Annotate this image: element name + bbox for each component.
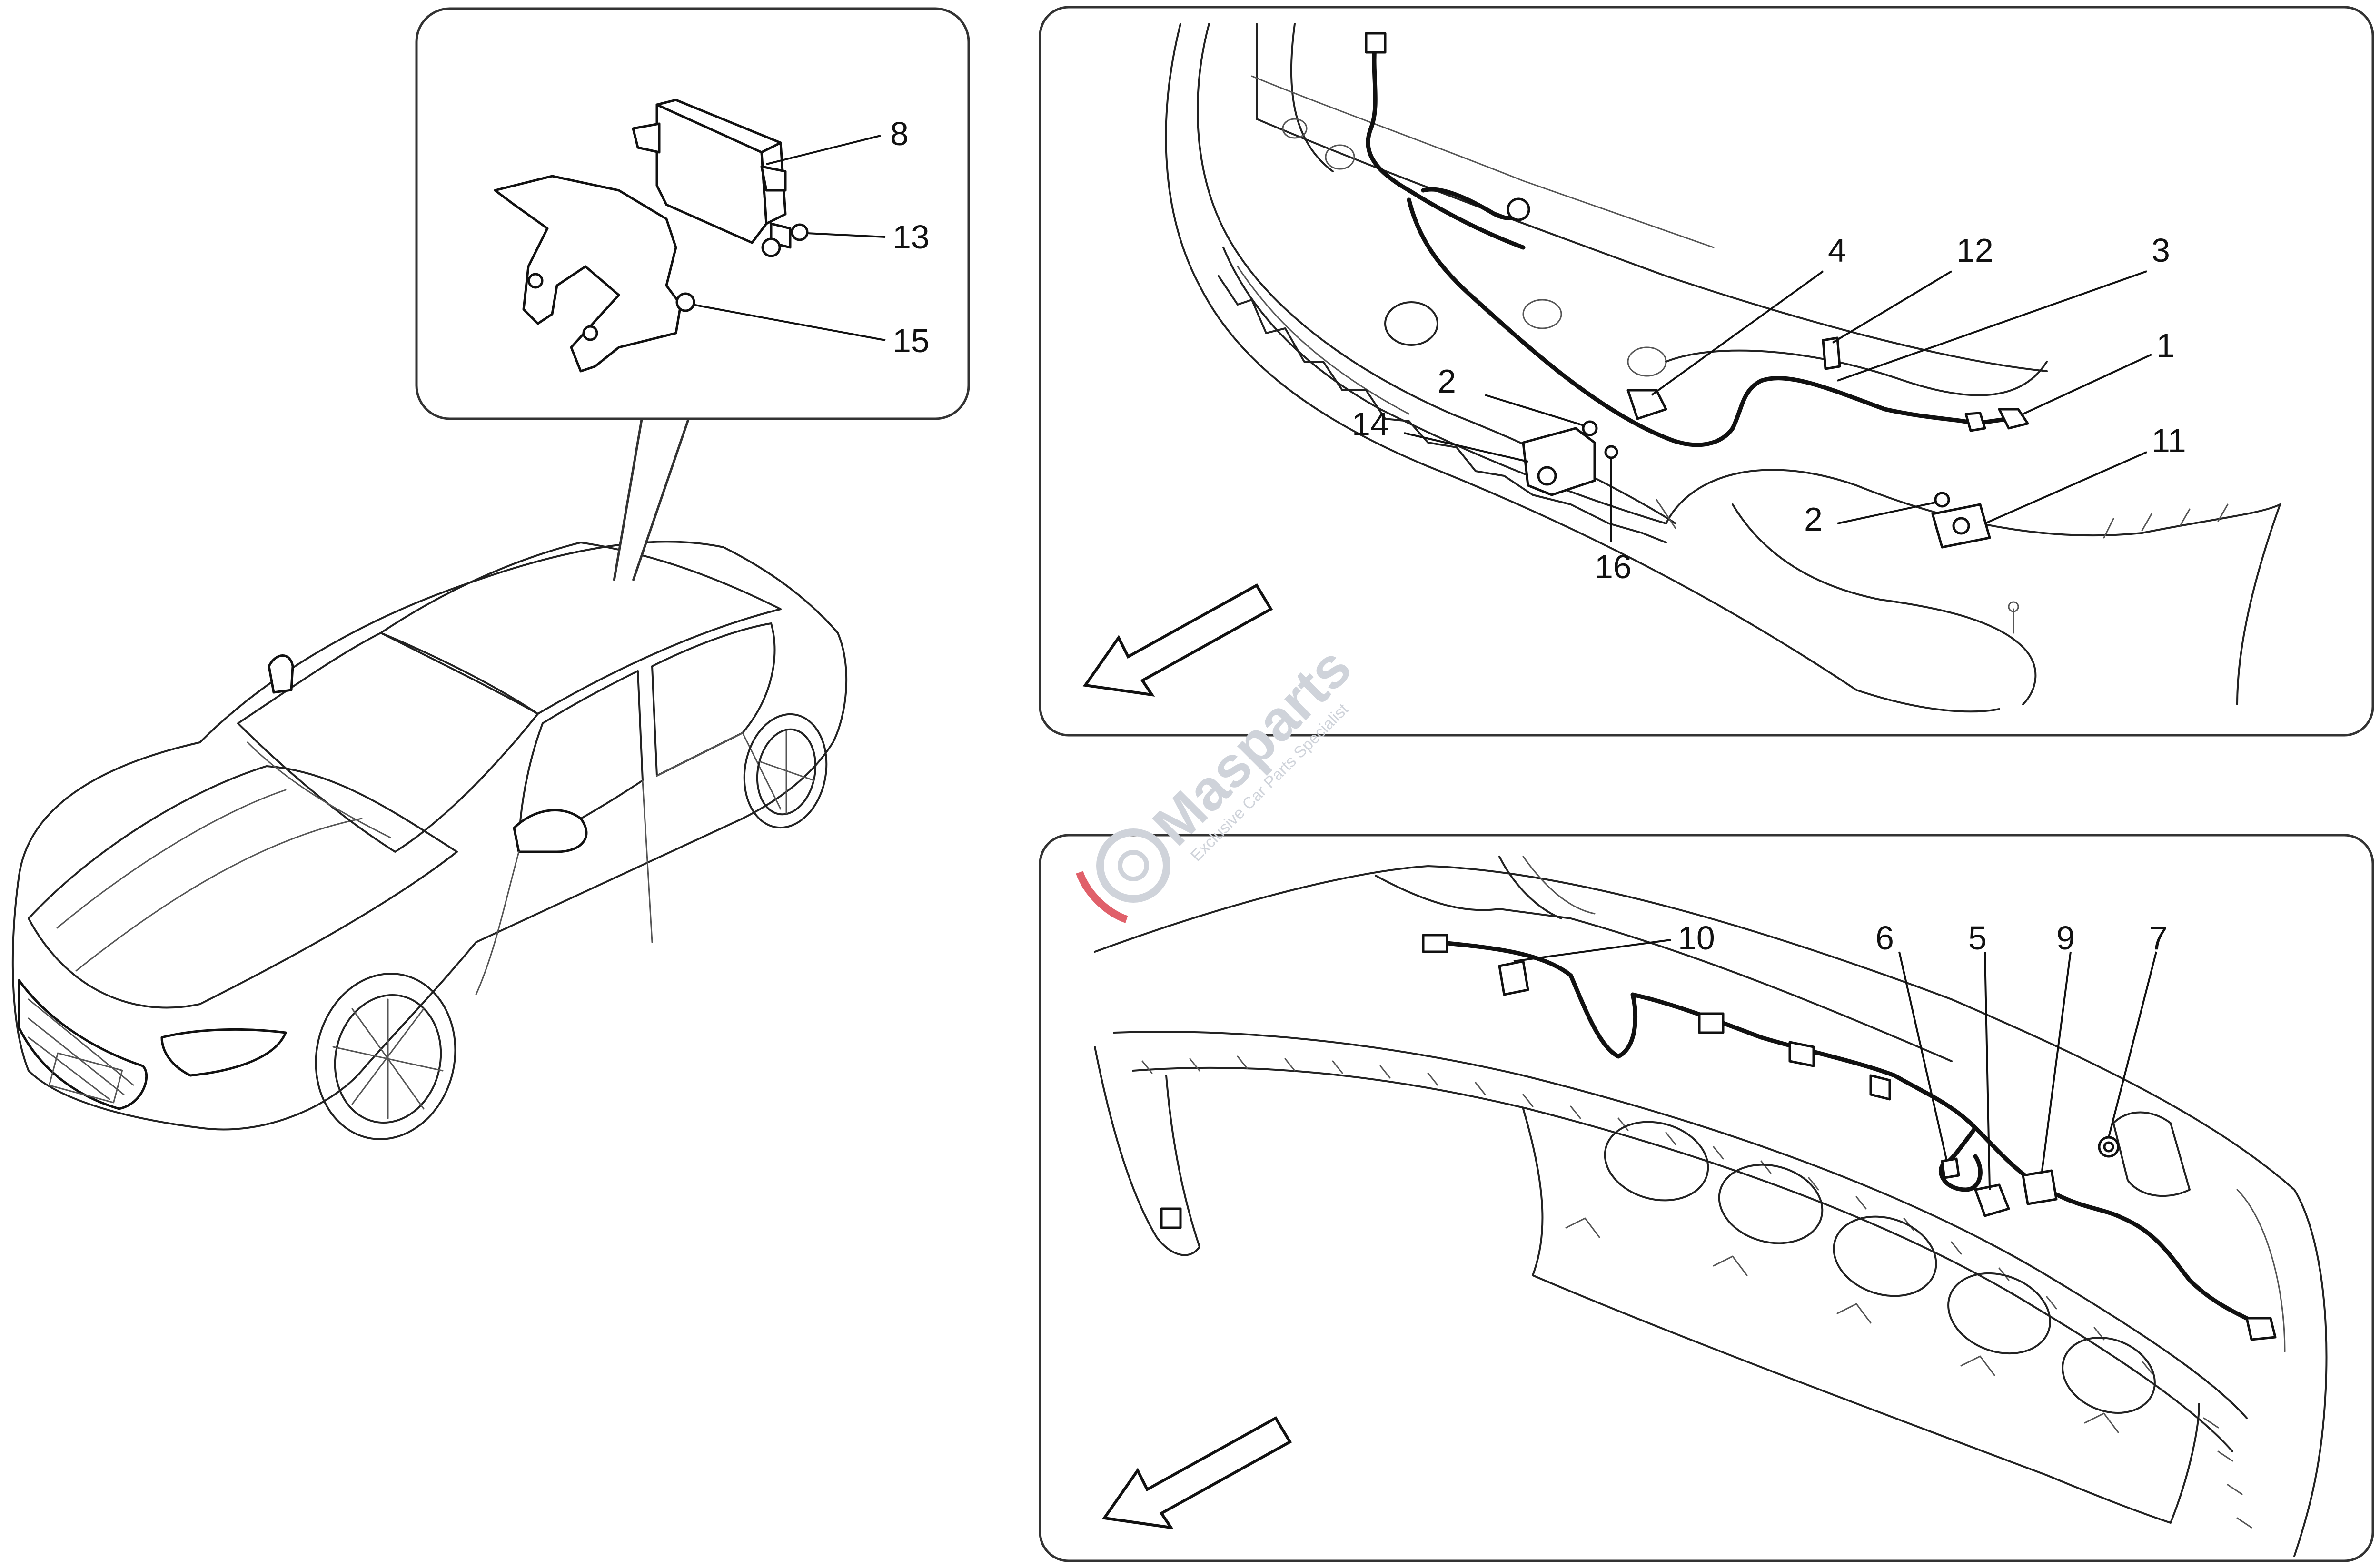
bolt-13 (791, 223, 809, 241)
label-7: 7 (2149, 919, 2168, 957)
rear-camera-panel (1039, 6, 2374, 737)
label-16: 16 (1595, 548, 1632, 585)
clip-12 (1822, 336, 1841, 370)
callout-pointer (613, 413, 692, 581)
label-5: 5 (1968, 919, 1987, 957)
connector-1 (1998, 408, 2029, 430)
inset-labels: 8 13 15 (692, 115, 930, 359)
control-unit-inset (415, 7, 970, 420)
label-4: 4 (1828, 232, 1846, 269)
washer-2b (1934, 492, 1950, 508)
label-9: 9 (2056, 919, 2075, 957)
label-8: 8 (890, 115, 909, 152)
mounting-bracket (494, 175, 682, 373)
harness-3 (1407, 197, 2011, 447)
direction-arrow-lower (1101, 1416, 1292, 1529)
label-1: 1 (2156, 327, 2175, 364)
harness-10 (1435, 940, 2268, 1330)
label-10: 10 (1678, 919, 1715, 957)
label-2-lower: 2 (1804, 501, 1823, 538)
clip-6 (1941, 1157, 1960, 1179)
nut-15 (675, 292, 695, 312)
wire-upper (1366, 36, 1526, 250)
label-14: 14 (1352, 405, 1389, 443)
rear-bumper-panel (1039, 834, 2374, 1562)
label-12: 12 (1956, 232, 1993, 269)
label-6: 6 (1875, 919, 1894, 957)
screw-16 (1604, 445, 1618, 459)
label-11: 11 (2152, 422, 2186, 459)
label-3: 3 (2152, 232, 2170, 269)
lower-labels: 10 6 5 9 7 (1513, 919, 2168, 1190)
direction-arrow-upper (1082, 583, 1273, 697)
upper-panel-frame (1039, 6, 2374, 737)
label-13: 13 (892, 218, 930, 256)
sensor-5 (1974, 1183, 2010, 1217)
bracket-9 (2022, 1169, 2058, 1205)
upper-labels: 4 12 3 2 14 1 11 2 16 (1352, 232, 2186, 585)
connector-4 (1626, 389, 1667, 420)
gear-logo-icon (1096, 828, 1171, 903)
label-2-upper: 2 (1438, 363, 1456, 400)
washer-2a (1582, 420, 1598, 436)
label-15: 15 (892, 322, 930, 359)
lower-panel-frame (1039, 834, 2374, 1562)
car-illustration (11, 541, 848, 1140)
